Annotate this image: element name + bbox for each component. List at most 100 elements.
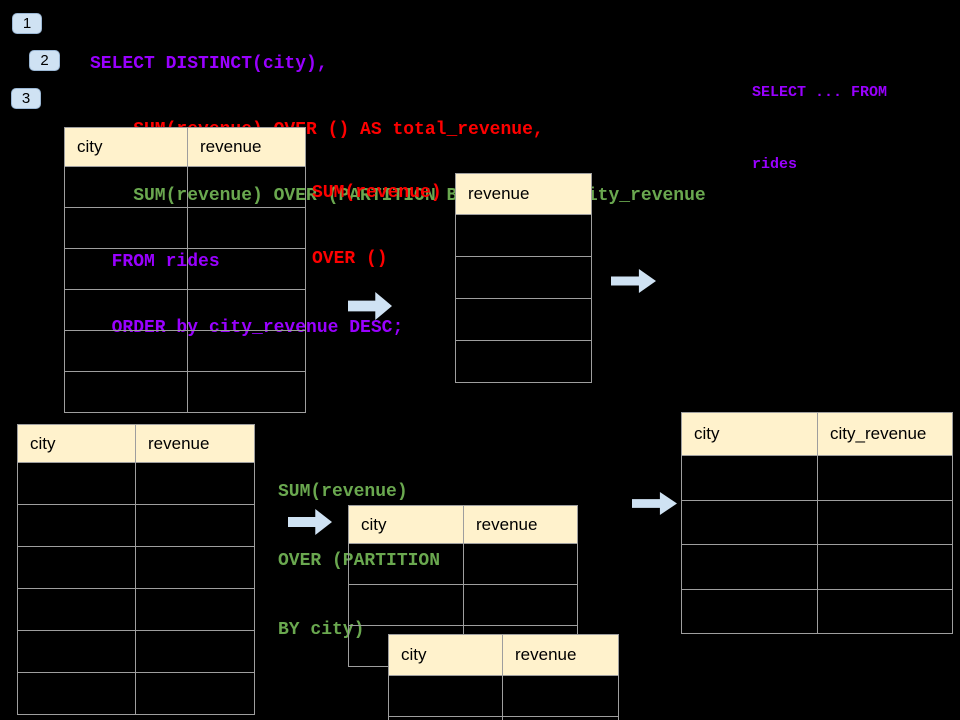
side-note-line-1: SELECT ... FROM: [752, 84, 888, 101]
table-empty-row: [17, 672, 255, 715]
table-empty-cell: [502, 675, 619, 717]
table-header-row: city city_revenue: [681, 412, 953, 456]
table-empty-row: [388, 675, 619, 717]
table-empty-cell: [455, 340, 592, 383]
step-badge-1: 1: [12, 13, 42, 34]
table-empty-cell: [187, 207, 306, 249]
table-empty-cell: [681, 544, 818, 590]
table-empty-cell: [817, 588, 953, 634]
table-empty-cell: [455, 298, 592, 341]
table-empty-row: [17, 504, 255, 547]
table-empty-row: [64, 330, 306, 372]
table-empty-row: [17, 462, 255, 505]
table-empty-cell: [348, 584, 464, 626]
column-header-revenue: revenue: [135, 424, 255, 463]
table-header-row: revenue: [455, 173, 592, 215]
arrow-right-icon: [632, 492, 677, 515]
table-empty-cell: [681, 499, 818, 545]
table-empty-cell: [817, 455, 953, 501]
table-empty-row: [64, 207, 306, 249]
column-header-city: city: [388, 634, 503, 676]
column-header-revenue: revenue: [502, 634, 619, 676]
table-empty-row: [64, 371, 306, 413]
annotation-partition-line-1: SUM(revenue): [278, 482, 408, 502]
partition-table-back: city revenue: [348, 505, 578, 667]
table-empty-cell: [463, 584, 578, 626]
annotation-total-line-1: SUM(revenue): [312, 183, 442, 203]
table-empty-cell: [135, 630, 255, 673]
side-note-select-from-rides: SELECT ... FROM rides: [752, 33, 887, 225]
annotation-total-line-2: OVER (): [312, 249, 388, 269]
table-empty-cell: [135, 588, 255, 631]
table-empty-row: [17, 588, 255, 631]
table-empty-cell: [817, 544, 953, 590]
table-empty-cell: [388, 675, 503, 717]
table-empty-cell: [348, 543, 464, 585]
column-header-city-revenue: city_revenue: [817, 412, 953, 456]
partition-table-front: city revenue: [388, 634, 619, 720]
total-revenue-result-table: revenue: [455, 173, 592, 383]
table-empty-row: [681, 455, 953, 501]
table-empty-cell: [187, 289, 306, 331]
sql-line-select: SELECT DISTINCT(city),: [90, 54, 328, 74]
table-empty-cell: [681, 588, 818, 634]
table-empty-cell: [388, 716, 503, 720]
source-table-bottom: city revenue: [17, 424, 255, 715]
table-header-row: city revenue: [348, 505, 578, 544]
table-header-row: city revenue: [64, 127, 306, 167]
table-empty-row: [64, 289, 306, 331]
table-empty-cell: [187, 330, 306, 372]
column-header-city: city: [17, 424, 136, 463]
column-header-city: city: [64, 127, 188, 167]
table-empty-cell: [817, 499, 953, 545]
table-empty-cell: [187, 248, 306, 290]
source-table-top: city revenue: [64, 127, 306, 413]
table-empty-row: [17, 546, 255, 589]
table-empty-cell: [502, 716, 619, 720]
table-empty-cell: [135, 504, 255, 547]
table-empty-cell: [17, 588, 136, 631]
table-empty-cell: [135, 462, 255, 505]
annotation-sum-over-total: SUM(revenue) OVER (): [312, 138, 442, 314]
table-empty-row: [681, 499, 953, 545]
table-empty-row: [455, 256, 592, 299]
table-empty-row: [388, 716, 619, 720]
table-empty-cell: [681, 455, 818, 501]
table-empty-cell: [17, 672, 136, 715]
table-header-row: city revenue: [388, 634, 619, 676]
table-empty-cell: [64, 166, 188, 208]
table-empty-cell: [64, 330, 188, 372]
table-empty-cell: [64, 371, 188, 413]
column-header-revenue: revenue: [455, 173, 592, 215]
table-empty-row: [681, 588, 953, 634]
table-empty-cell: [17, 630, 136, 673]
step-badge-3: 3: [11, 88, 41, 109]
table-empty-cell: [64, 207, 188, 249]
table-empty-row: [64, 248, 306, 290]
table-empty-row: [348, 543, 578, 585]
table-empty-cell: [135, 672, 255, 715]
column-header-city: city: [348, 505, 464, 544]
table-empty-cell: [17, 546, 136, 589]
city-revenue-result-table: city city_revenue: [681, 412, 953, 634]
table-empty-cell: [64, 289, 188, 331]
table-empty-row: [17, 630, 255, 673]
column-header-revenue: revenue: [463, 505, 578, 544]
table-empty-cell: [17, 462, 136, 505]
table-empty-cell: [455, 256, 592, 299]
table-header-row: city revenue: [17, 424, 255, 463]
step-badge-2: 2: [29, 50, 60, 71]
column-header-revenue: revenue: [187, 127, 306, 167]
table-empty-row: [64, 166, 306, 208]
table-empty-cell: [17, 504, 136, 547]
table-empty-cell: [64, 248, 188, 290]
table-empty-row: [455, 340, 592, 383]
table-empty-row: [348, 584, 578, 626]
table-empty-cell: [187, 371, 306, 413]
table-empty-row: [681, 544, 953, 590]
table-empty-row: [455, 214, 592, 257]
table-empty-row: [455, 298, 592, 341]
side-note-line-2: rides: [752, 156, 798, 173]
table-empty-cell: [135, 546, 255, 589]
